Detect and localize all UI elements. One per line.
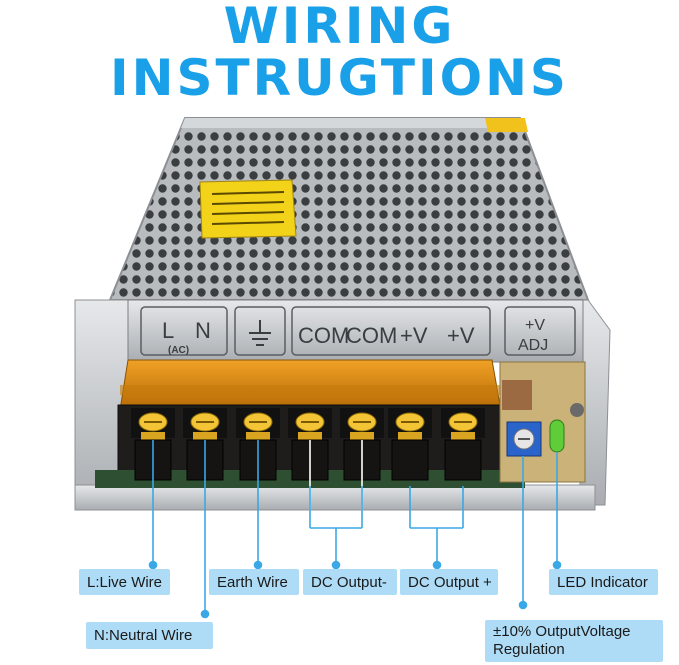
screw-terminal-6 <box>388 408 432 481</box>
led-indicator-label: LED Indicator <box>549 569 658 595</box>
screw-terminal-2 <box>183 408 227 481</box>
led-indicator-icon <box>549 419 565 453</box>
terminal-label-strip: L N (AC) COM COM +V +V +V ADJ <box>127 299 584 363</box>
terminal-label-ac: (AC) <box>168 345 189 356</box>
terminal-label-adj: ADJ <box>518 337 548 354</box>
terminal-label-v-1: +V <box>400 323 428 348</box>
page-title: WIRING INSTRUGTIONS <box>110 0 569 107</box>
terminal-label-n: N <box>195 318 211 343</box>
live-wire-label: L:Live Wire <box>79 569 170 595</box>
voltage-regulation-label: ±10% OutputVoltage Regulation <box>485 620 663 662</box>
perforated-top-cover <box>108 117 590 301</box>
pcb-area <box>499 361 586 483</box>
terminal-label-com-1: COM <box>298 323 349 348</box>
earth-wire-label: Earth Wire <box>209 569 299 595</box>
screw-terminal-7 <box>441 408 485 481</box>
potentiometer-icon <box>506 421 542 457</box>
callout-lines <box>148 440 562 619</box>
screw-terminal-4 <box>288 408 332 481</box>
terminal-label-v-adj: +V <box>525 317 545 334</box>
terminal-label-v-2: +V <box>447 323 475 348</box>
neutral-wire-label: N:Neutral Wire <box>86 622 213 649</box>
terminal-label-l: L <box>162 318 174 343</box>
earth-ground-icon <box>249 320 271 346</box>
warning-sticker <box>199 179 297 239</box>
dc-output-plus-label: DC Output + <box>400 569 498 595</box>
terminal-label-com-2: COM <box>346 323 397 348</box>
dc-output-minus-label: DC Output- <box>303 569 397 595</box>
terminal-cover <box>119 359 501 411</box>
